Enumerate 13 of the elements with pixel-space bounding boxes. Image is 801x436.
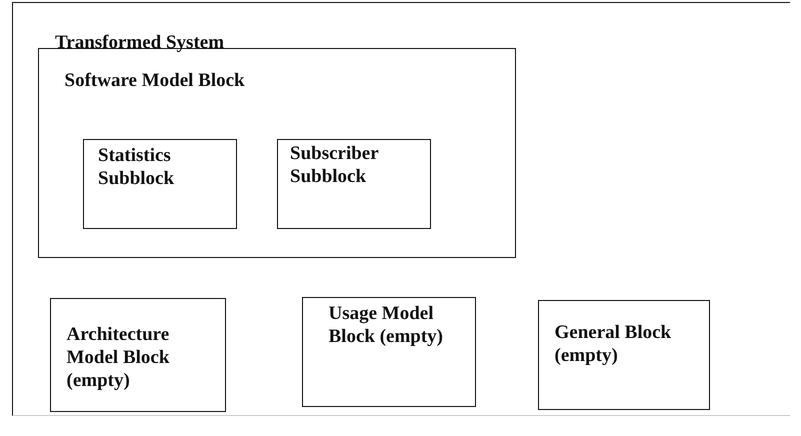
block-box [83,139,237,229]
block-title: Software Model Block [64,68,246,92]
block-title: Statistics Subblock [98,144,176,190]
block-title: Architecture Model Block (empty) [66,322,170,392]
block-box [277,139,431,229]
block-box [302,296,476,406]
block-title: Subscriber Subblock [290,142,380,188]
block-box [12,2,790,416]
block-title: General Block (empty) [554,320,672,366]
block-title: Usage Model Block (empty) [328,302,444,348]
block-box [50,298,226,412]
block-title: Transformed System [55,31,226,54]
block-box [538,300,710,410]
